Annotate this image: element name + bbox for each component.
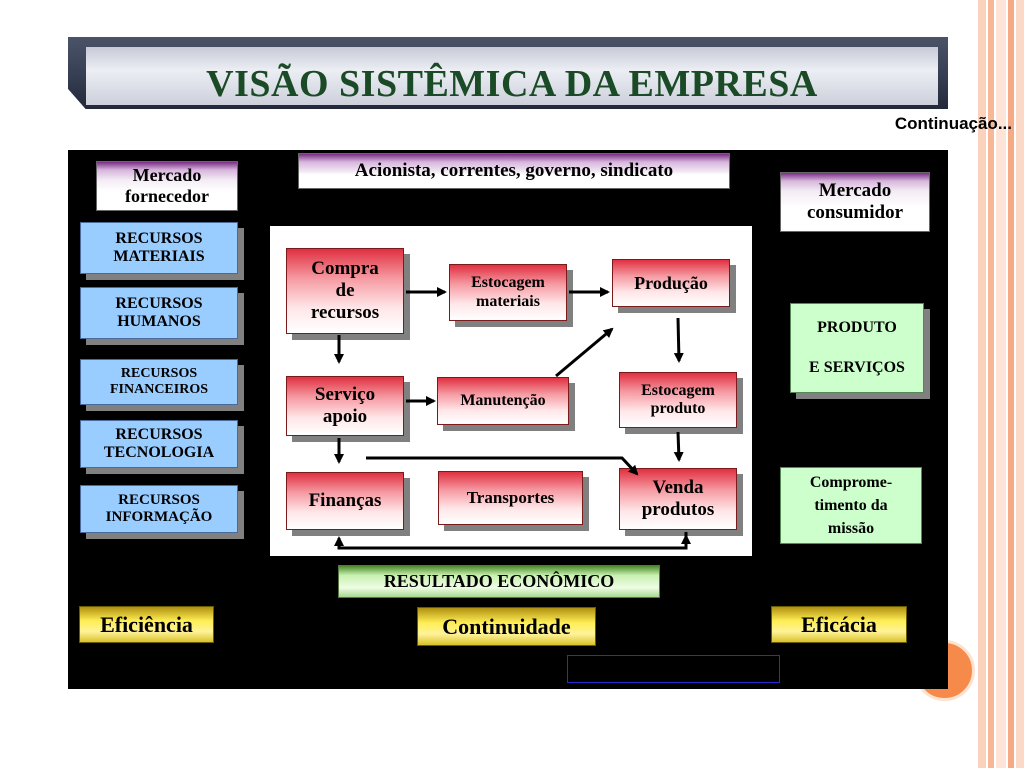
empty-outline-box (567, 655, 780, 683)
economic-result-bar: RESULTADO ECONÔMICO (338, 565, 660, 598)
continuity-box: Continuidade (417, 607, 596, 646)
process-compra: Compra de recursos (286, 248, 404, 334)
process-servico-apoio: Serviço apoio (286, 376, 404, 436)
process-estocagem-produto: Estocagem produto (619, 372, 737, 428)
resource-technology-box: RECURSOS TECNOLOGIA (80, 420, 238, 468)
process-venda-produtos: Venda produtos (619, 468, 737, 530)
continuation-label: Continuação... (894, 114, 1012, 133)
decorative-stripe (988, 0, 994, 768)
products-services-box: PRODUTO E SERVIÇOS (790, 303, 924, 393)
supplier-market-box: Mercado fornecedor (96, 161, 238, 211)
process-producao: Produção (612, 259, 730, 307)
process-manutencao: Manutenção (437, 377, 569, 425)
efficacy-box: Eficácia (771, 606, 907, 643)
mission-box: Comprome-timento da missão (780, 467, 922, 544)
resource-human-box: RECURSOS HUMANOS (80, 287, 238, 339)
title-banner (68, 37, 948, 109)
resource-financial-box: RECURSOS FINANCEIROS (80, 359, 238, 405)
decorative-stripe (1008, 0, 1014, 768)
stakeholders-bar: Acionista, correntes, governo, sindicato (298, 153, 730, 189)
efficiency-box: Eficiência (79, 606, 214, 643)
decorative-stripe (996, 0, 1006, 768)
page-title: VISÃO SISTÊMICA DA EMPRESA (206, 63, 818, 105)
resource-information-box: RECURSOS INFORMAÇÃO (80, 485, 238, 533)
decorative-stripe (1016, 0, 1024, 768)
decorative-stripe (978, 0, 986, 768)
consumer-market-box: Mercado consumidor (780, 172, 930, 232)
products-line-1: PRODUTO (817, 318, 897, 336)
resource-materials-box: RECURSOS MATERIAIS (80, 222, 238, 274)
process-estocagem-materiais: Estocagem materiais (449, 264, 567, 321)
products-line-2: E SERVIÇOS (809, 359, 905, 376)
process-transportes: Transportes (438, 471, 583, 525)
process-financas: Finanças (286, 472, 404, 530)
